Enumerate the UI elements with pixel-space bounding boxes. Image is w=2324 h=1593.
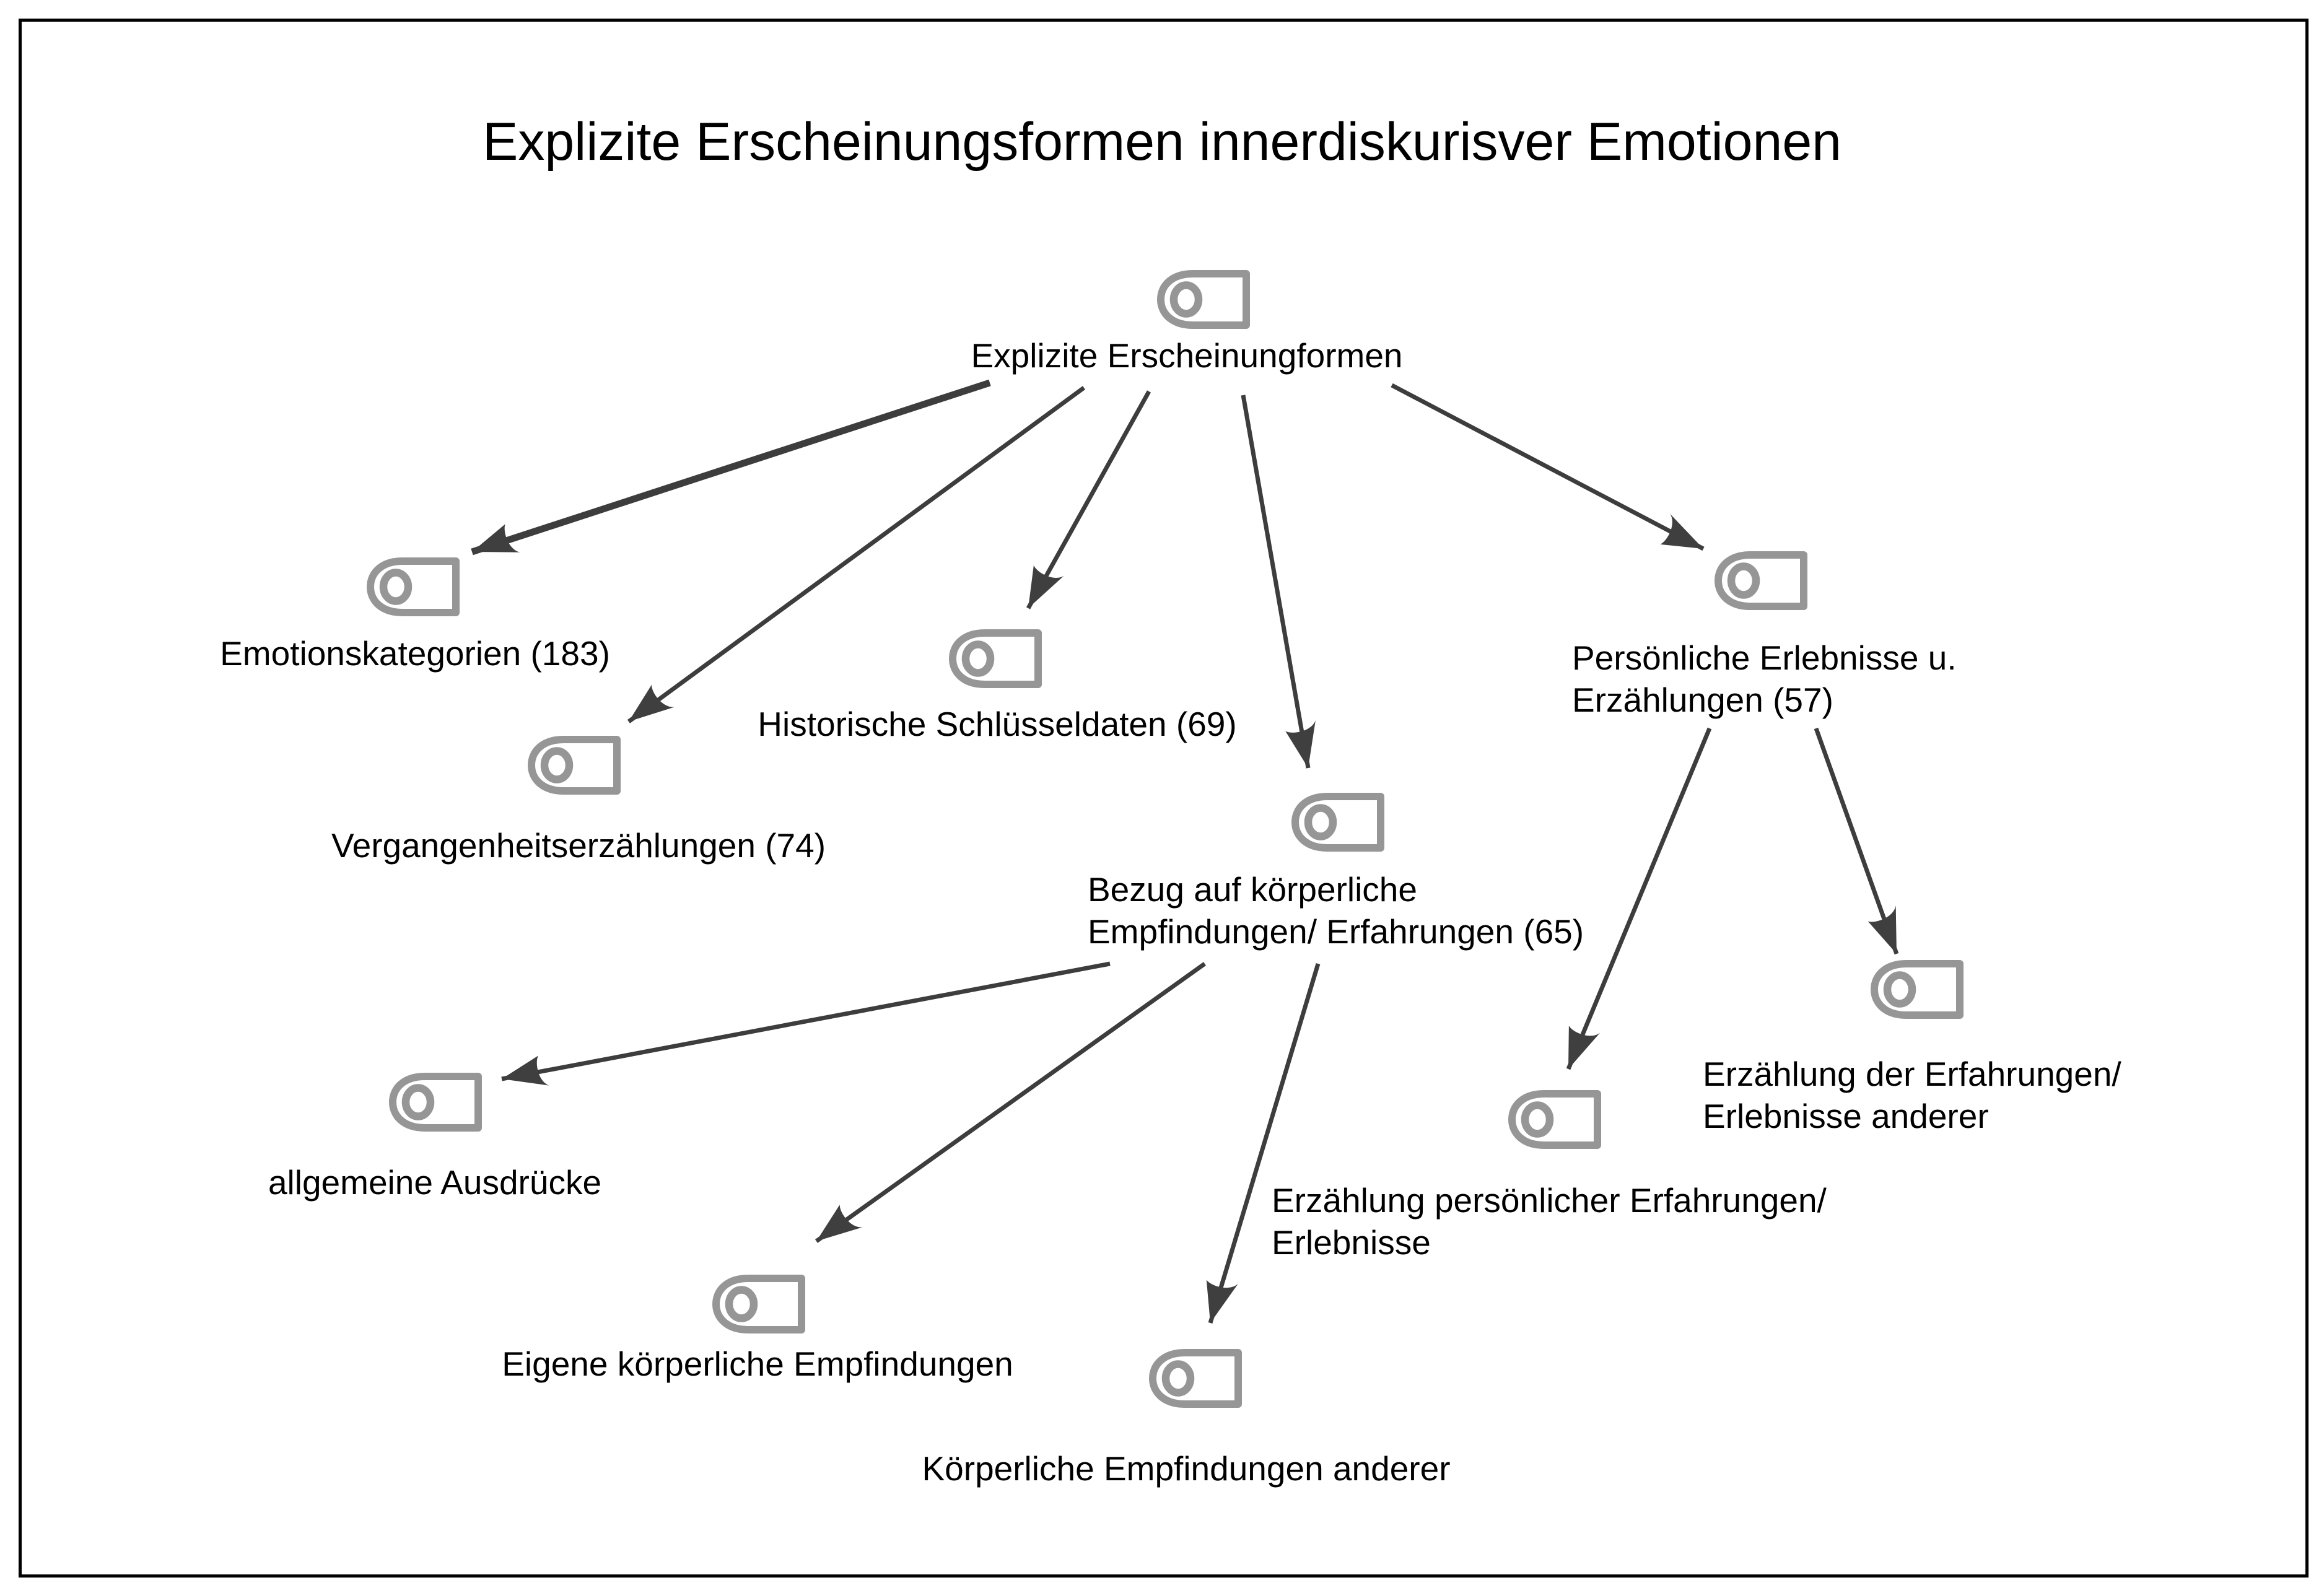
edge-bezug-koerperliche-anderer [1206, 962, 1321, 1324]
edge-root-bezug-koerperliche [1241, 395, 1316, 769]
edge-root-emotionskategorien [471, 379, 991, 556]
node-label-allgemeine-ausdruecke[interactable]: allgemeine Ausdrücke [268, 1163, 602, 1202]
node-label-emotionskategorien[interactable]: Emotionskategorien (183) [220, 634, 610, 673]
diagram-frame [19, 19, 2309, 1578]
tag-icon[interactable] [370, 561, 456, 613]
node-label-bezug-koerperliche[interactable]: Bezug auf körperliche Empfindungen/ Erfa… [1088, 870, 1584, 951]
tag-icon[interactable] [1295, 797, 1381, 848]
edge-persoenliche-erzaehlung-persoenlicher [1566, 727, 1712, 1070]
edge-root-vergangenheitserzaehlungen [627, 386, 1086, 723]
edge-bezug-eigene-koerperliche [815, 962, 1207, 1243]
edge-bezug-allgemeine-ausdruecke [501, 961, 1111, 1086]
node-label-erzaehlung-persoenlicher[interactable]: Erzählung persönlicher Erfahrungen/ Erle… [1272, 1181, 1827, 1262]
node-label-vergangenheitserzaehlungen[interactable]: Vergangenheitserzählungen (74) [331, 826, 826, 865]
node-label-eigene-koerperliche[interactable]: Eigene körperliche Empfindungen [502, 1345, 1013, 1383]
node-label-historische-schluesseldaten[interactable]: Historische Schlüsseldaten (69) [758, 705, 1237, 743]
edge-root-historische-schluesseldaten [1026, 390, 1151, 609]
tag-icon[interactable] [1718, 555, 1804, 606]
tag-icon[interactable] [531, 740, 617, 791]
tag-icon[interactable] [1512, 1094, 1597, 1145]
tag-icon[interactable] [1874, 964, 1960, 1015]
tag-icon[interactable] [1153, 1353, 1238, 1404]
node-label-persoenliche-erlebnisse[interactable]: Persönliche Erlebnisse u. Erzählungen (5… [1572, 639, 1957, 719]
tag-icon[interactable] [716, 1278, 802, 1330]
edge-root-persoenliche-erlebnisse [1391, 383, 1705, 551]
tag-icon[interactable] [1161, 274, 1246, 325]
tag-icon[interactable] [393, 1076, 478, 1128]
node-label-erzaehlung-anderer[interactable]: Erzählung der Erfahrungen/ Erlebnisse an… [1703, 1055, 2121, 1135]
edge-persoenliche-erzaehlung-anderer [1814, 727, 1899, 955]
tag-icon[interactable] [953, 633, 1038, 684]
page-title: Explizite Erscheinungsformen innerdiskur… [482, 112, 1841, 172]
node-label-root[interactable]: Explizite Erscheinungformen [971, 336, 1403, 375]
node-label-koerperliche-anderer[interactable]: Körperliche Empfindungen anderer [922, 1449, 1451, 1488]
